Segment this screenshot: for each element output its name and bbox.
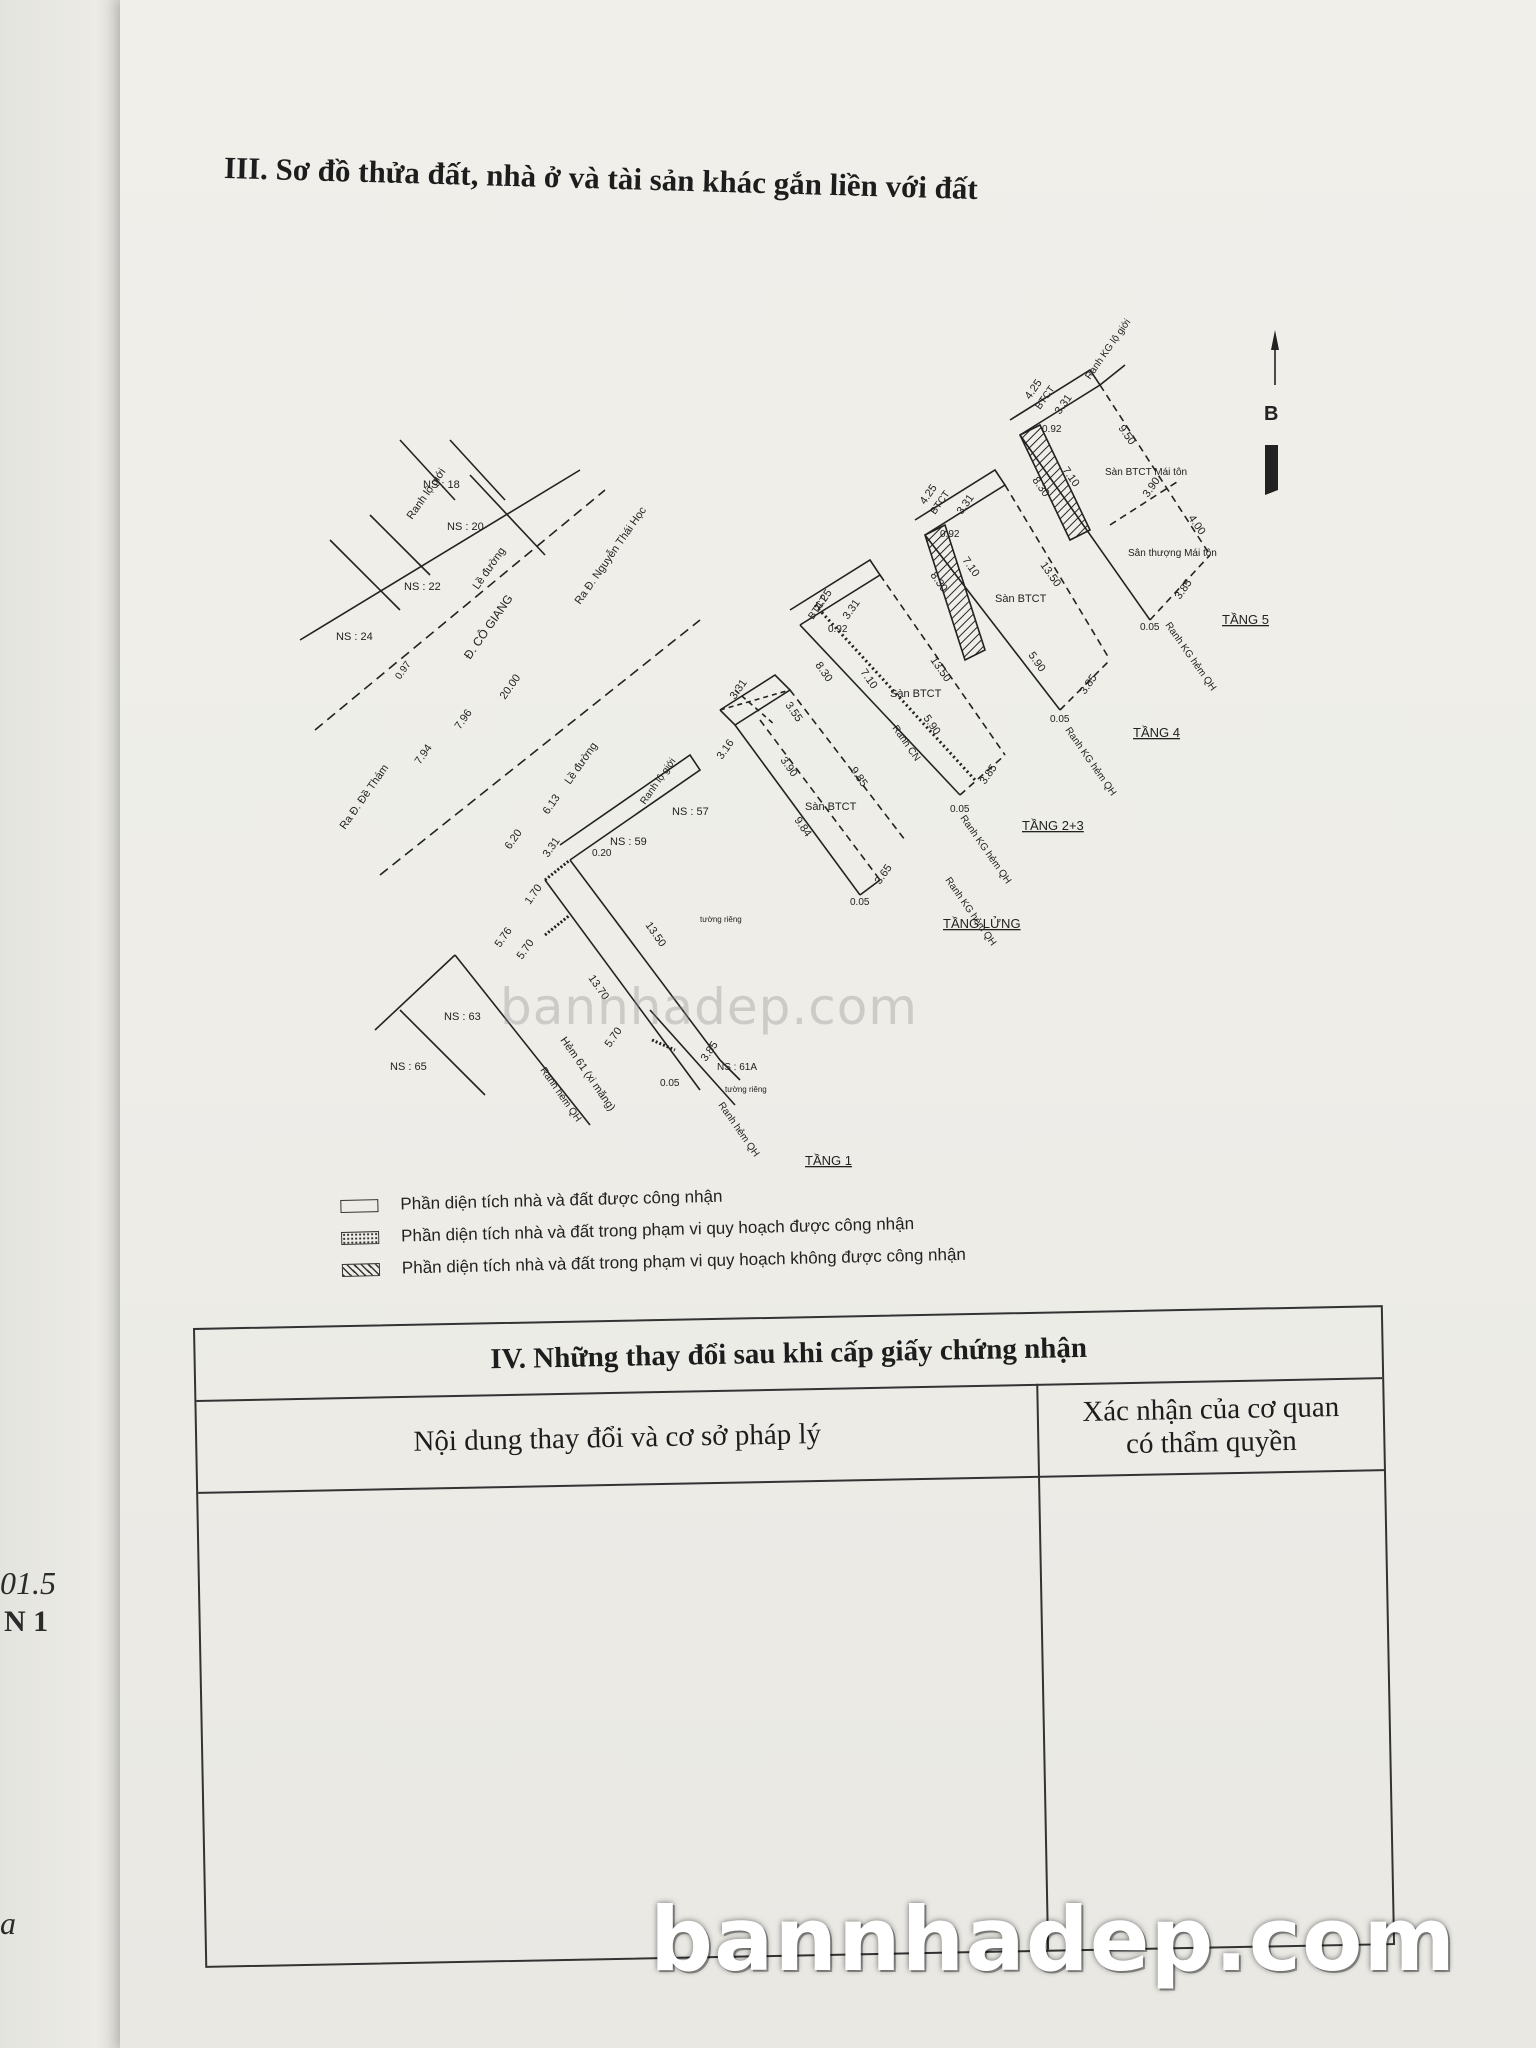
dimension: 0.05	[1140, 622, 1160, 633]
neighbor-label: NS : 57	[672, 806, 709, 818]
dimension: 4.00	[1186, 513, 1208, 537]
dimension: 4.25	[813, 587, 835, 611]
floor-2-3-plan: Sàn BTCT BTCT 4.25 3.31 0.92 8.30 7.10 1…	[789, 558, 1084, 886]
floor-label: TẦNG LỬNG	[943, 916, 1021, 931]
ranh-label: Ranh KG hẻm QH	[1163, 620, 1219, 693]
watermark-small: bannhadep.com	[500, 978, 919, 1036]
dimension: 3.90	[778, 755, 800, 779]
certificate-page	[120, 0, 1536, 2048]
margin-fragment: N 1	[4, 1605, 49, 1638]
street-area: NS : 18 NS : 20 NS : 22 NS : 24 Đ. CÔ GI…	[299, 439, 701, 876]
dimension: 3.85	[699, 1039, 721, 1063]
column-header-content: Nội dung thay đổi và cơ sở pháp lý	[413, 1417, 822, 1458]
dimension: 3.85	[1173, 577, 1195, 601]
floor-label: TẦNG 4	[1133, 725, 1180, 740]
floor-label: TẦNG 1	[805, 1153, 852, 1168]
ranh-label: Ranh hẻm QH	[538, 1065, 584, 1124]
ranh-label: Ranh CN	[890, 723, 923, 763]
legend-swatch-dotted	[341, 1230, 380, 1245]
dimension: 7.10	[960, 555, 982, 579]
floor-mezzanine-plan: Sàn BTCT 3.31 3.55 3.16 3.90 9.85 9.84 3…	[715, 673, 1021, 948]
dimension: 9.50	[1116, 423, 1138, 447]
dimension: 6.13	[541, 792, 563, 816]
dimension: 5.90	[921, 713, 943, 737]
dimension: 20.00	[498, 672, 524, 701]
neighbor-label: NS : 63	[444, 1011, 481, 1023]
dimension: 0.92	[940, 529, 960, 540]
neighbor-label: NS : 18	[423, 479, 460, 491]
left-page-edge: 01.5 N 1 a	[0, 0, 120, 2048]
dimension: 3.31	[728, 677, 750, 701]
neighbor-label: NS : 61A	[717, 1062, 757, 1073]
floor-area-label: Sàn BTCT	[890, 688, 942, 700]
floor-area-label: Sàn BTCT	[805, 801, 857, 813]
dimension: 5.76	[493, 925, 515, 949]
ranh-label: Ranh KG hẻm QH	[958, 813, 1014, 886]
floor-area-label: Sân thượng Mái tôn	[1128, 548, 1217, 559]
watermark-large: bannhadep.com	[650, 1888, 1457, 1991]
wall-label: tường riêng	[725, 1085, 767, 1094]
dimension: 8.30	[813, 660, 835, 684]
dimension: 0.05	[1050, 714, 1070, 725]
dimension: 0.92	[828, 624, 848, 635]
dimension: 6.20	[503, 827, 525, 851]
dimension: 7.10	[858, 667, 880, 691]
street-name: Ra Đ. Đề Thám	[338, 762, 392, 831]
floor-4-plan: Sàn BTCT BTCT 4.25 3.31 0.92 8.30 7.10 1…	[914, 468, 1180, 798]
ranh-label: Ranh KG hẻm QH	[943, 875, 999, 948]
floor-label: TẦNG 2+3	[1022, 818, 1084, 833]
changes-table: IV. Những thay đổi sau khi cấp giấy chứn…	[193, 1305, 1396, 1968]
north-arrow-icon: B	[1264, 330, 1279, 495]
dimension: 13.50	[928, 655, 954, 684]
margin-fragment: 01.5	[0, 1565, 56, 1601]
floor-area-label: Sàn BTCT Mái tôn	[1105, 467, 1187, 478]
neighbor-label: NS : 59	[610, 836, 647, 848]
neighbor-label: NS : 20	[447, 521, 484, 533]
dimension: 0.92	[1042, 424, 1062, 435]
le-duong-label: Lề đường	[563, 740, 600, 786]
ranh-label: Ranh lộ giới	[405, 466, 449, 521]
dimension: 3.90	[1141, 475, 1163, 499]
floor-5-plan: Sàn BTCT Mái tôn Sân thượng Mái tôn BTCT…	[1009, 317, 1269, 693]
ranh-label: Ranh hẻm QH	[716, 1100, 762, 1159]
wall-label: tường riêng	[700, 915, 742, 924]
ranh-label: Ranh KG lộ giới	[1083, 317, 1133, 382]
floor-label: TẦNG 5	[1222, 612, 1269, 627]
ranh-label: Ranh KG hẻm QH	[1063, 725, 1119, 798]
neighbor-label: NS : 65	[390, 1061, 427, 1073]
dimension: 13.50	[643, 920, 669, 949]
dimension: 3.85	[1078, 672, 1100, 696]
dimension: 9.85	[848, 765, 870, 789]
dimension: 0.05	[850, 897, 870, 908]
floor-area-label: Sàn BTCT	[995, 593, 1047, 605]
dimension: 0.20	[592, 848, 612, 859]
legend-swatch-hatched	[341, 1262, 381, 1277]
dimension: 7.94	[413, 742, 435, 766]
dimension: 3.31	[541, 835, 563, 859]
dimension: 3.85	[978, 762, 1000, 786]
dimension: 7.96	[453, 707, 475, 731]
dimension: 1.70	[523, 882, 545, 906]
neighbor-label: NS : 24	[336, 631, 373, 643]
margin-fragment: a	[0, 1905, 16, 1941]
street-name: Ra Đ. Nguyễn Thái Học	[572, 504, 649, 607]
dimension: 13.50	[1038, 560, 1064, 589]
dimension: 3.31	[841, 597, 863, 621]
dimension: 5.70	[515, 937, 537, 961]
dimension: 3.31	[1053, 392, 1075, 416]
dimension: 0.05	[660, 1078, 680, 1089]
dimension: 3.65	[873, 862, 895, 886]
table-border: IV. Những thay đổi sau khi cấp giấy chứn…	[193, 1305, 1396, 1968]
legend: Phần diện tích nhà và đất được công nhận…	[340, 1175, 966, 1286]
dimension: 9.84	[792, 815, 814, 839]
legend-swatch-plain	[340, 1198, 379, 1213]
neighbor-label: NS : 22	[404, 581, 441, 593]
dimension: 3.16	[715, 737, 737, 761]
dimension: 0.05	[950, 804, 970, 815]
legend-label: Phần diện tích nhà và đất được công nhận	[400, 1186, 723, 1214]
north-label: B	[1264, 403, 1278, 425]
floor-1-plan: NS : 59 NS : 57 NS : 63 NS : 65 NS : 61A…	[374, 753, 852, 1168]
column-header-confirmation: Xác nhận của cơ quan có thẩm quyền	[1082, 1391, 1340, 1461]
